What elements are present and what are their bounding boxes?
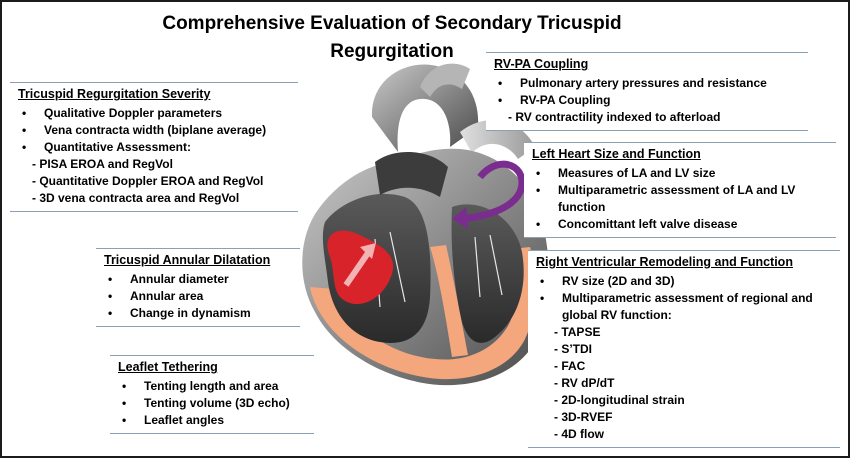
bullet-continuation: global RV function: — [536, 307, 836, 324]
sub-item: - RV contractility indexed to afterload — [508, 110, 721, 124]
panel-heading: Tricuspid Regurgitation Severity — [18, 87, 211, 101]
panel-heading: Left Heart Size and Function — [532, 147, 701, 161]
title-line-1: Comprehensive Evaluation of Secondary Tr… — [162, 13, 622, 34]
panel-tr-severity: Tricuspid Regurgitation Severity Qualita… — [10, 82, 298, 212]
panel-heading: RV-PA Coupling — [494, 57, 589, 71]
sub-item: - 3D-RVEF — [554, 410, 613, 424]
bullet-item: Quantitative Assessment: — [18, 139, 294, 156]
page-title: Comprehensive Evaluation of Secondary Tr… — [92, 10, 692, 66]
flow-arrow — [459, 160, 526, 223]
bullet-item: RV size (2D and 3D) — [536, 273, 836, 290]
panel-heading: Leaflet Tethering — [118, 360, 218, 374]
sub-item: - 2D-longitudinal strain — [554, 393, 685, 407]
panel-left-heart: Left Heart Size and Function Measures of… — [524, 142, 836, 238]
panel-heading: Right Ventricular Remodeling and Functio… — [536, 255, 793, 269]
bullet-item: Concomittant left valve disease — [532, 216, 832, 233]
bullet-item: Vena contracta width (biplane average) — [18, 122, 294, 139]
aorta — [371, 64, 479, 152]
sub-item: - PISA EROA and RegVol — [32, 157, 173, 171]
bullet-item: Pulmonary artery pressures and resistanc… — [494, 75, 804, 92]
bullet-item: Qualitative Doppler parameters — [18, 105, 294, 122]
bullet-item: Multiparametric assessment of LA and LV — [532, 182, 832, 199]
sub-item: - TAPSE — [554, 325, 601, 339]
bullet-item: RV-PA Coupling — [494, 92, 804, 109]
title-line-2: Regurgitation — [330, 41, 454, 62]
panel-heading: Tricuspid Annular Dilatation — [104, 253, 271, 267]
flow-arrowhead — [452, 207, 468, 229]
left-ventricle — [451, 204, 524, 343]
jet-arrowhead — [360, 243, 376, 259]
bullet-item: Tenting volume (3D echo) — [118, 395, 310, 412]
bullet-continuation-text: function — [558, 200, 606, 214]
panel-rv-remodeling: Right Ventricular Remodeling and Functio… — [528, 250, 840, 448]
sub-item: - S’TDI — [554, 342, 592, 356]
bullet-item: Leaflet angles — [118, 412, 310, 429]
myocardium — [310, 247, 536, 380]
bullet-item: Measures of LA and LV size — [532, 165, 832, 182]
heart-illustration — [302, 63, 549, 386]
septum-myocardium — [430, 245, 468, 357]
sub-item: - FAC — [554, 359, 586, 373]
bullet-item: Multiparametric assessment of regional a… — [536, 290, 836, 307]
panel-annular-dilatation: Tricuspid Annular Dilatation Annular dia… — [96, 248, 300, 327]
sub-item: - Quantitative Doppler EROA and RegVol — [32, 174, 264, 188]
bullet-item: Change in dynamism — [104, 305, 296, 322]
bullet-item: Tenting length and area — [118, 378, 310, 395]
bullet-continuation-text: global RV function: — [562, 308, 672, 322]
bullet-item: Annular area — [104, 288, 296, 305]
atrium — [375, 151, 448, 197]
panel-leaflet-tethering: Leaflet Tethering Tenting length and are… — [110, 355, 314, 434]
panel-rv-pa-coupling: RV-PA Coupling Pulmonary artery pressure… — [486, 52, 808, 131]
jet-arrow — [343, 251, 371, 287]
sub-item: - 4D flow — [554, 427, 604, 441]
sub-item: - 3D vena contracta area and RegVol — [32, 191, 240, 205]
bullet-item: Annular diameter — [104, 271, 296, 288]
upper-vessel — [420, 63, 470, 97]
sub-item: - RV dP/dT — [554, 376, 615, 390]
bullet-continuation: function — [532, 199, 832, 216]
